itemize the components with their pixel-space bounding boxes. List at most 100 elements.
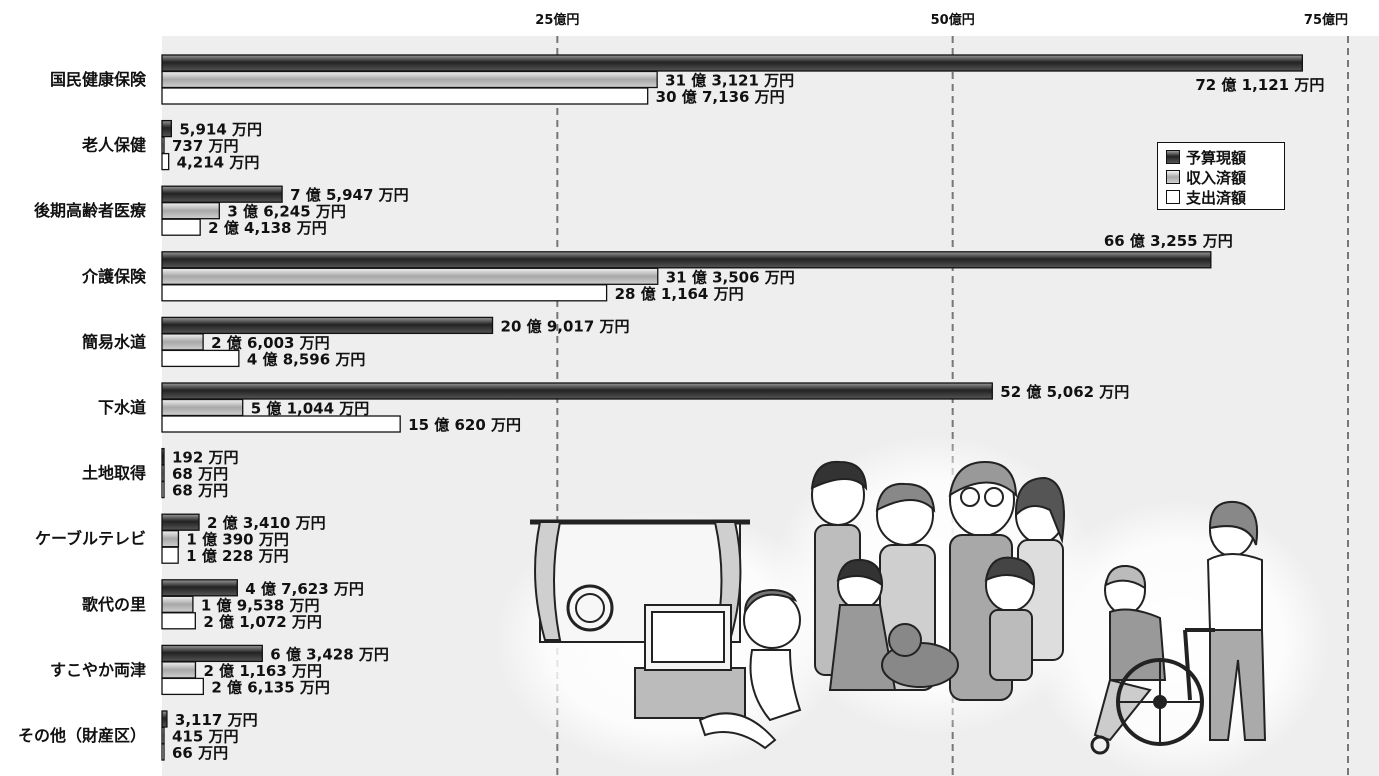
category-label: 下水道 (98, 398, 146, 417)
category-label: ケーブルテレビ (35, 529, 146, 548)
bar-expenditure (161, 677, 204, 696)
category-label: 歌代の里 (82, 595, 146, 614)
value-label-revenue: 1 億 9,538 万円 (201, 596, 320, 614)
bar-expenditure (161, 546, 179, 564)
value-label-revenue: 2 億 6,003 万円 (211, 334, 330, 352)
bar-expenditure (161, 415, 401, 433)
category-label: 老人保健 (81, 136, 146, 155)
value-label-expenditure: 15 億 620 万円 (408, 416, 521, 434)
x-tick-label: 50億円 (931, 12, 975, 28)
value-label-expenditure: 1 億 228 万円 (186, 547, 288, 565)
legend-item-revenue: 収入済額 (1166, 167, 1276, 187)
bar-expenditure (161, 284, 608, 302)
bar-expenditure (161, 743, 165, 761)
category-label: 簡易水道 (81, 332, 146, 351)
bar-revenue (161, 464, 165, 482)
value-label-budget: 66 億 3,255 万円 (1104, 232, 1233, 250)
value-label-revenue: 3 億 6,245 万円 (227, 203, 346, 221)
legend-item-expenditure: 支出済額 (1166, 187, 1276, 207)
legend-swatch-expenditure (1166, 190, 1180, 204)
value-label-budget: 192 万円 (172, 449, 239, 467)
legend-label-expenditure: 支出済額 (1186, 188, 1247, 207)
value-label-budget: 2 億 3,410 万円 (207, 514, 326, 532)
category-label: すこやか両津 (50, 660, 146, 679)
value-label-expenditure: 28 億 1,164 万円 (615, 285, 744, 303)
value-label-budget: 20 億 9,017 万円 (501, 317, 630, 335)
bar-budget (161, 447, 165, 466)
bar-revenue (161, 398, 244, 417)
bar-budget (161, 382, 993, 400)
tick-layer: 25億円 50億円 75億円 (535, 12, 1348, 28)
bar-expenditure (161, 612, 196, 630)
value-label-budget: 52 億 5,062 万円 (1000, 383, 1129, 401)
value-label-budget: 6 億 3,428 万円 (270, 645, 389, 663)
bar-budget (161, 644, 263, 663)
illustration-tv-scene-icon (530, 519, 802, 750)
value-label-revenue: 1 億 390 万円 (186, 531, 288, 549)
bar-revenue (161, 530, 180, 548)
bar-revenue (161, 202, 220, 220)
legend-swatch-revenue (1166, 170, 1180, 184)
value-label-budget: 7 億 5,947 万円 (290, 186, 409, 204)
value-label-revenue: 415 万円 (172, 728, 239, 746)
bar-revenue (161, 70, 658, 89)
value-label-expenditure: 30 億 7,136 万円 (656, 88, 785, 106)
bar-layer (161, 54, 1303, 761)
value-label-revenue: 737 万円 (172, 137, 239, 155)
illustration-caregiver-icon (1090, 500, 1267, 755)
legend-label-revenue: 収入済額 (1186, 168, 1247, 187)
value-label-revenue: 2 億 1,163 万円 (203, 662, 322, 680)
value-label-budget: 4 億 7,623 万円 (245, 580, 364, 598)
bar-budget (161, 316, 494, 335)
legend: 予算現額 収入済額 支出済額 (1157, 142, 1285, 210)
value-label-expenditure: 4 億 8,596 万円 (247, 350, 366, 368)
category-label: 国民健康保険 (50, 70, 147, 89)
bar-expenditure (161, 152, 170, 171)
value-label-expenditure: 68 万円 (172, 482, 228, 500)
value-label-expenditure: 2 億 4,138 万円 (208, 219, 327, 237)
bar-expenditure (161, 349, 240, 368)
bar-revenue (161, 136, 165, 154)
illustration-glow-care (1030, 500, 1330, 776)
category-label: 後期高齢者医療 (34, 201, 147, 220)
value-label-revenue: 68 万円 (172, 465, 228, 483)
value-label-revenue: 5 億 1,044 万円 (251, 400, 370, 418)
bar-revenue (161, 595, 194, 613)
value-label-expenditure: 2 億 6,135 万円 (211, 678, 330, 696)
category-label: 土地取得 (82, 464, 146, 483)
bar-revenue (161, 333, 204, 351)
value-label-expenditure: 66 万円 (172, 744, 228, 762)
value-label-expenditure: 2 億 1,072 万円 (203, 613, 322, 631)
bar-budget (161, 185, 283, 203)
value-label-revenue: 31 億 3,506 万円 (666, 268, 795, 286)
bar-budget (161, 513, 200, 531)
legend-swatch-budget (1166, 150, 1180, 164)
category-label: その他（財産区） (18, 726, 146, 745)
legend-item-budget: 予算現額 (1166, 147, 1276, 167)
bar-budget (161, 579, 238, 597)
bar-expenditure (161, 87, 649, 105)
bar-expenditure (161, 480, 165, 499)
bar-revenue (161, 726, 165, 745)
value-label-expenditure: 4,214 万円 (177, 154, 260, 172)
x-tick-label: 25億円 (535, 12, 579, 28)
value-label-budget: 3,117 万円 (175, 711, 258, 729)
illustration-family-icon (810, 460, 1065, 701)
bar-revenue (161, 661, 197, 679)
bar-expenditure (161, 218, 201, 236)
bar-budget (161, 251, 1212, 269)
category-label: 介護保険 (81, 267, 147, 286)
value-label-budget: 5,914 万円 (179, 121, 262, 139)
bar-budget (161, 54, 1303, 72)
bar-budget (161, 119, 173, 138)
value-label-revenue: 31 億 3,121 万円 (665, 72, 794, 90)
legend-label-budget: 予算現額 (1186, 148, 1247, 167)
value-label-budget: 72 億 1,121 万円 (1195, 76, 1324, 94)
category-label-layer: 国民健康保険老人保健後期高齢者医療介護保険簡易水道下水道土地取得ケーブルテレビ歌… (18, 70, 147, 745)
bar-revenue (161, 267, 659, 285)
x-tick-label: 75億円 (1304, 12, 1348, 28)
bar-budget (161, 710, 168, 728)
